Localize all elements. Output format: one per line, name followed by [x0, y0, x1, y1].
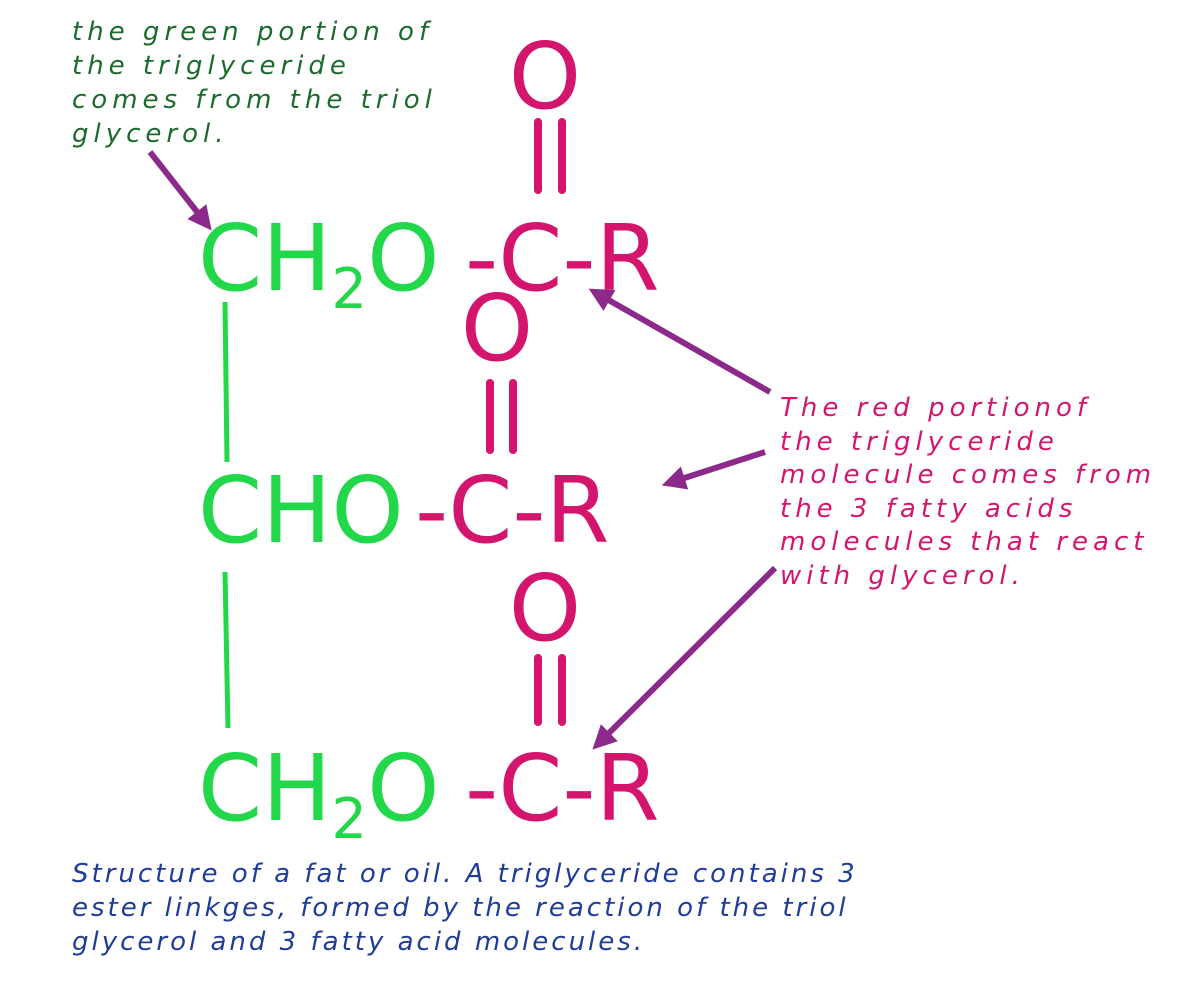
- caption-line: Structure of a fat or oil. A triglycerid…: [72, 859, 858, 889]
- glycerol-group: CH2O: [198, 205, 439, 322]
- fatty-acid-note-line: molecule comes from: [780, 460, 1156, 490]
- carbonyl-oxygen: O: [509, 555, 581, 662]
- caption: Structure of a fat or oil. A triglycerid…: [72, 859, 858, 957]
- formula-row-3: O CH2O -C-R: [198, 555, 660, 852]
- glycerol-group: CHO: [198, 457, 404, 564]
- arrow-to-glycerol: [147, 150, 212, 231]
- arrow-to-acyl-2: [661, 449, 766, 490]
- arrow-to-acyl-1: [588, 288, 772, 395]
- fatty-acid-note: The red portionof the triglyceride molec…: [780, 393, 1156, 591]
- fatty-acid-note-line: with glycerol.: [780, 561, 1025, 591]
- formula-row-1: O CH2O -C-R: [198, 23, 660, 322]
- glycerol-note-line: glycerol.: [72, 119, 229, 149]
- fatty-acid-note-line: the 3 fatty acids: [780, 494, 1077, 524]
- fatty-acid-note-line: The red portionof: [780, 393, 1091, 423]
- glycerol-note-line: the green portion of: [72, 17, 433, 47]
- caption-line: ester linkges, formed by the reaction of…: [72, 893, 849, 923]
- arrows: [147, 150, 778, 750]
- carbonyl-oxygen: O: [461, 275, 533, 382]
- glycerol-note: the green portion of the triglyceride co…: [72, 17, 437, 149]
- fatty-acid-note-line: molecules that react: [780, 527, 1148, 557]
- glycerol-note-line: comes from the triol: [72, 85, 437, 115]
- formula-row-2: O CHO -C-R: [198, 275, 610, 564]
- caption-line: glycerol and 3 fatty acid molecules.: [72, 927, 645, 957]
- glycerol-group: CH2O: [198, 735, 439, 852]
- backbone-bond: [222, 301, 230, 463]
- backbone-bond: [222, 571, 231, 729]
- carbonyl-oxygen: O: [509, 23, 581, 130]
- fatty-acid-note-line: the triglyceride: [780, 427, 1059, 457]
- arrow-to-acyl-3: [592, 565, 778, 750]
- acyl-group: -C-R: [415, 457, 610, 564]
- acyl-group: -C-R: [465, 205, 660, 312]
- glycerol-note-line: the triglyceride: [72, 51, 351, 81]
- acyl-group: -C-R: [465, 735, 660, 842]
